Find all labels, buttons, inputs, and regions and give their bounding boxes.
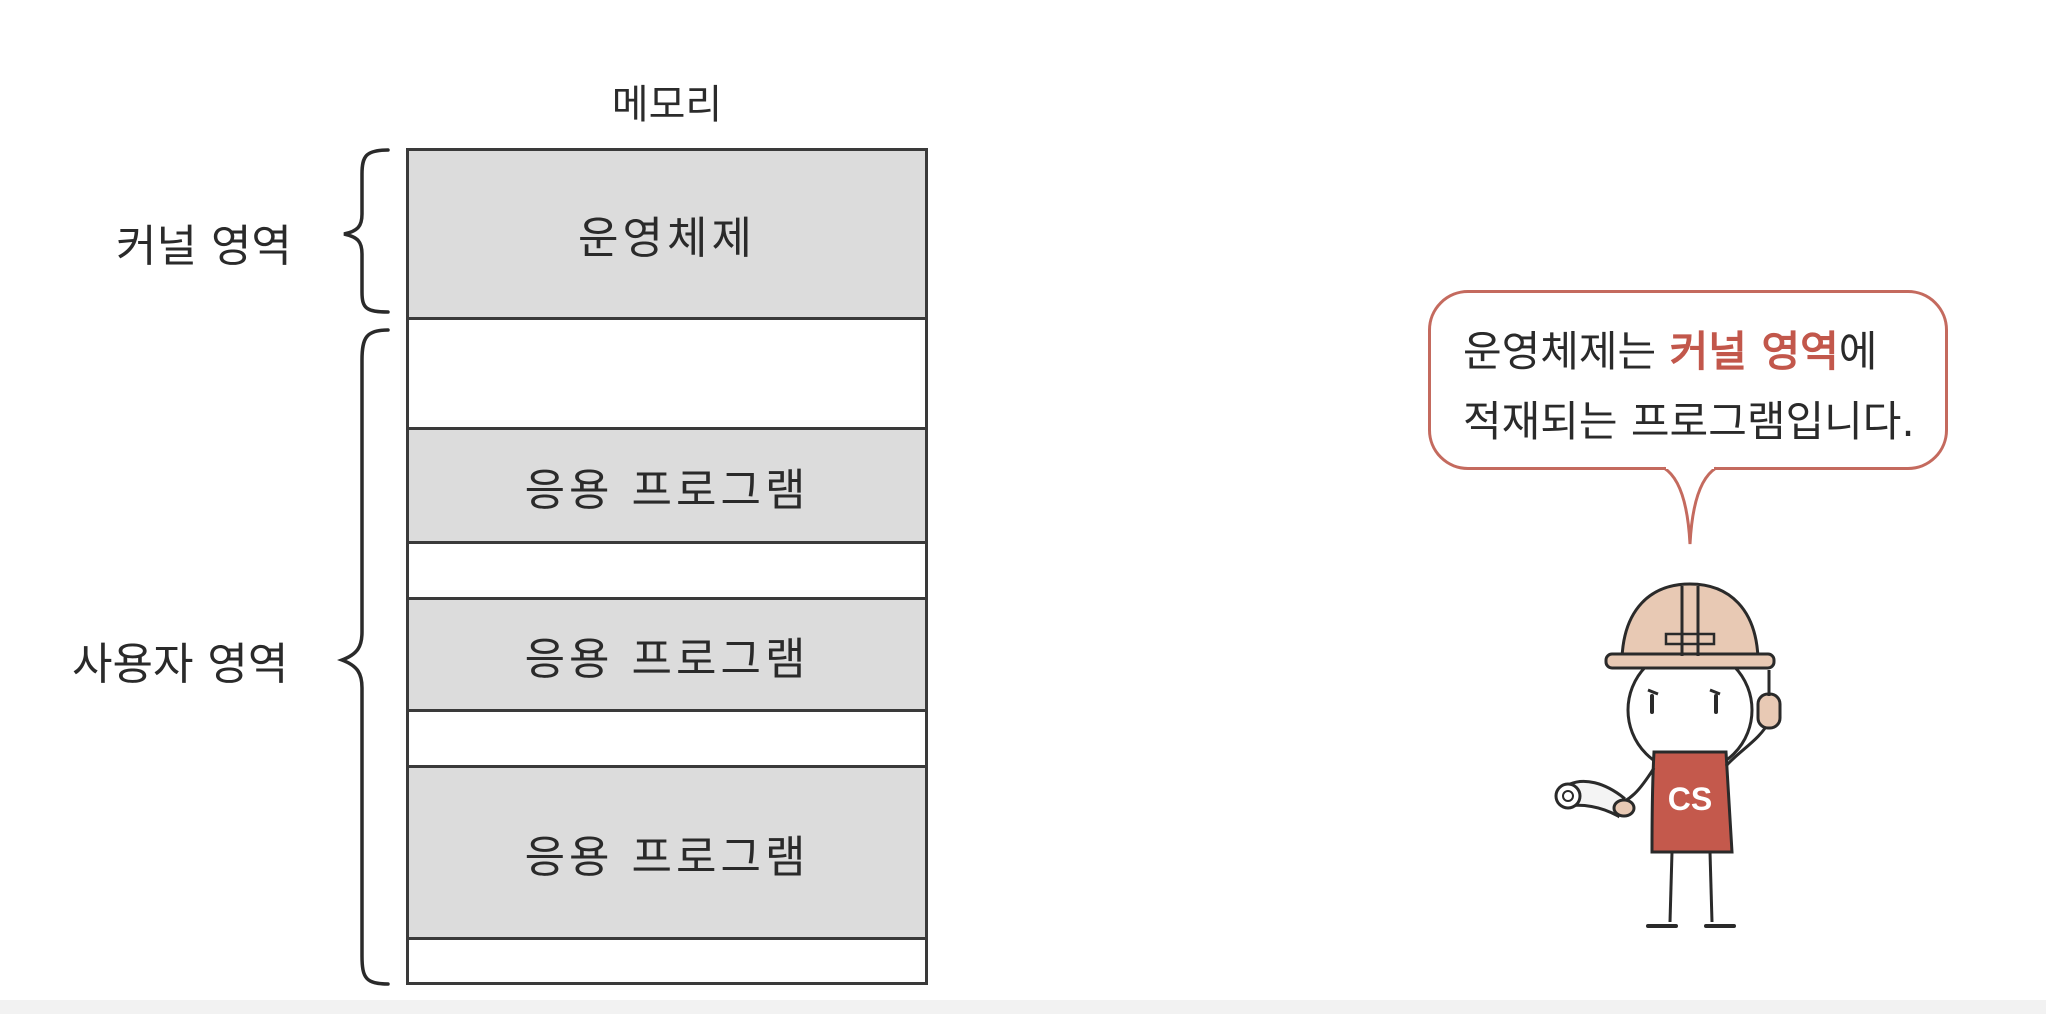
kernel-region-label: 커널 영역 (116, 221, 292, 272)
os-segment: 운영체제 (409, 151, 925, 317)
app-label: 응용 프로그램 (524, 831, 810, 883)
shirt-label: CS (1668, 781, 1712, 817)
bottom-bar (0, 1000, 2046, 1014)
engineer-character-icon: CS (1554, 582, 1782, 928)
app-label: 응용 프로그램 (524, 633, 810, 685)
bubble-highlight: 커널 영역 (1669, 327, 1839, 376)
user-brace-icon (337, 328, 390, 986)
app-segment: 응용 프로그램 (409, 765, 925, 937)
os-label: 운영체제 (578, 213, 756, 264)
free-segment (409, 709, 925, 765)
free-segment (409, 937, 925, 982)
free-segment (409, 541, 925, 597)
kernel-brace-icon (343, 148, 390, 314)
memory-block: 운영체제 응용 프로그램 응용 프로그램 응용 프로그램 (406, 148, 928, 985)
app-label: 응용 프로그램 (524, 464, 810, 516)
bubble-text-line2: 적재되는 프로그램입니다. (1463, 397, 1915, 446)
bubble-tail-icon (1663, 464, 1717, 545)
free-segment (409, 317, 925, 427)
bubble-text-prefix: 운영체제는 (1463, 327, 1670, 376)
memory-title: 메모리 (611, 82, 723, 128)
bubble-text-suffix: 에 (1838, 327, 1878, 376)
app-segment: 응용 프로그램 (409, 427, 925, 541)
speech-bubble: 운영체제는 커널 영역에 적재되는 프로그램입니다. (1428, 290, 1948, 470)
app-segment: 응용 프로그램 (409, 597, 925, 709)
user-region-label: 사용자 영역 (72, 639, 289, 690)
